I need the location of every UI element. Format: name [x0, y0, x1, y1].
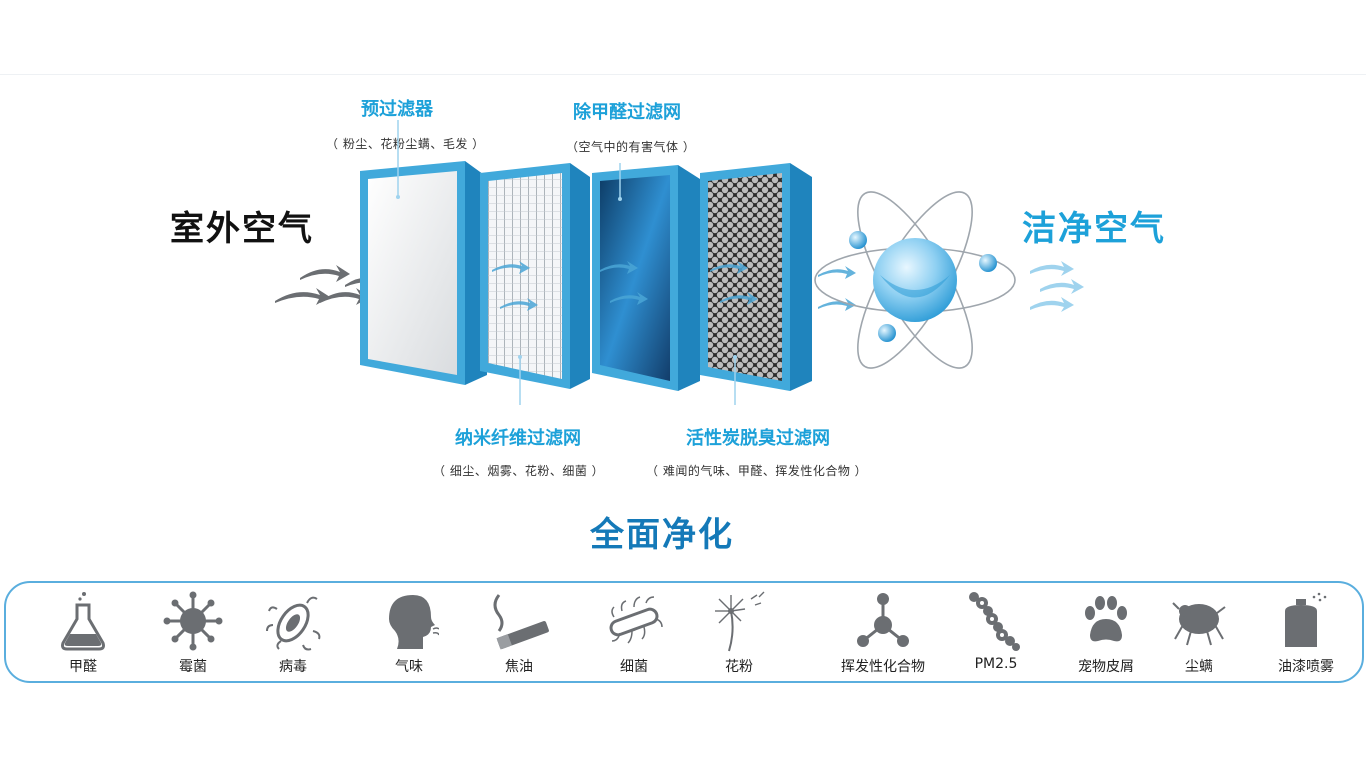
- molecule-icon: [857, 593, 909, 647]
- purify-item-dust-mite: 尘螨: [1144, 583, 1254, 681]
- clean-air-label: 洁净空气: [1022, 209, 1166, 249]
- purify-item-label: 气味: [395, 659, 423, 675]
- purify-item-odor: 气味: [354, 583, 464, 681]
- purify-item-voc: 挥发性化合物: [818, 583, 948, 681]
- carbon-filter-title: 活性炭脱臭过滤网: [686, 428, 830, 449]
- purify-item-label: 尘螨: [1185, 659, 1213, 675]
- clean-air-atom-graphic: [814, 191, 1016, 369]
- purify-item-label: 细菌: [620, 659, 648, 675]
- flask-icon: [61, 592, 105, 651]
- pre-filter-panel: [360, 120, 487, 385]
- particles-icon: [969, 592, 1020, 651]
- purify-item-pm25: PM2.5: [941, 583, 1051, 681]
- bacteria-icon: [609, 596, 663, 644]
- odor-icon: [389, 595, 439, 649]
- purify-item-label: 花粉: [725, 659, 753, 675]
- purify-item-pet-dander: 宠物皮屑: [1051, 583, 1161, 681]
- formaldehyde-filter-title: 除甲醛过滤网: [573, 102, 681, 123]
- purify-item-tar: 焦油: [464, 583, 574, 681]
- cigarette-icon: [493, 594, 549, 650]
- outgoing-air-arrows: [1030, 261, 1084, 312]
- flow-arrows: [492, 261, 856, 311]
- purify-item-bacteria: 细菌: [579, 583, 689, 681]
- purify-item-paint-spray: 油漆喷雾: [1251, 583, 1361, 681]
- purify-item-label: 宠物皮屑: [1078, 659, 1134, 675]
- outdoor-air-label: 室外空气: [170, 209, 314, 249]
- purify-item-label: 甲醛: [69, 659, 97, 675]
- paw-icon: [1085, 596, 1127, 642]
- purify-item-label: 霉菌: [179, 659, 207, 675]
- carbon-filter-panel: [700, 163, 812, 405]
- formaldehyde-filter-subtitle: （空气中的有害气体 ）: [566, 140, 696, 154]
- purification-diagram: 预过滤器 （ 粉尘、花粉尘螨、毛发 ） 除甲醛过滤网 （空气中的有害气体 ） 纳…: [0, 74, 1366, 687]
- purify-item-label: 挥发性化合物: [841, 659, 925, 675]
- virus-icon: [266, 596, 321, 651]
- purify-item-formaldehyde: 甲醛: [28, 583, 138, 681]
- spray-can-icon: [1285, 592, 1327, 647]
- dandelion-icon: [715, 591, 765, 652]
- carbon-filter-subtitle: （ 难闻的气味、甲醛、挥发性化合物 ）: [646, 464, 868, 478]
- nanofiber-filter-panel: [480, 163, 590, 405]
- nanofiber-filter-title: 纳米纤维过滤网: [455, 428, 581, 449]
- purify-section-title: 全面净化: [590, 515, 734, 555]
- mold-icon: [163, 591, 223, 651]
- purify-item-mold: 霉菌: [138, 583, 248, 681]
- purify-item-pollen: 花粉: [684, 583, 794, 681]
- purify-item-label: 油漆喷雾: [1278, 659, 1334, 675]
- purify-item-label: 焦油: [505, 659, 533, 675]
- filter-stack-illustration: [275, 120, 1084, 405]
- purify-item-label: 病毒: [279, 659, 307, 675]
- pre-filter-title: 预过滤器: [361, 99, 433, 120]
- purify-item-label: PM2.5: [974, 656, 1018, 672]
- purify-item-virus: 病毒: [238, 583, 348, 681]
- pre-filter-subtitle: （ 粉尘、花粉尘螨、毛发 ）: [326, 137, 485, 151]
- nanofiber-filter-subtitle: （ 细尘、烟雾、花粉、细菌 ）: [433, 464, 605, 478]
- contaminant-icon-band: 甲醛 霉菌 病毒: [4, 581, 1364, 683]
- formaldehyde-filter-panel: [592, 163, 700, 391]
- dustmite-icon: [1172, 602, 1226, 646]
